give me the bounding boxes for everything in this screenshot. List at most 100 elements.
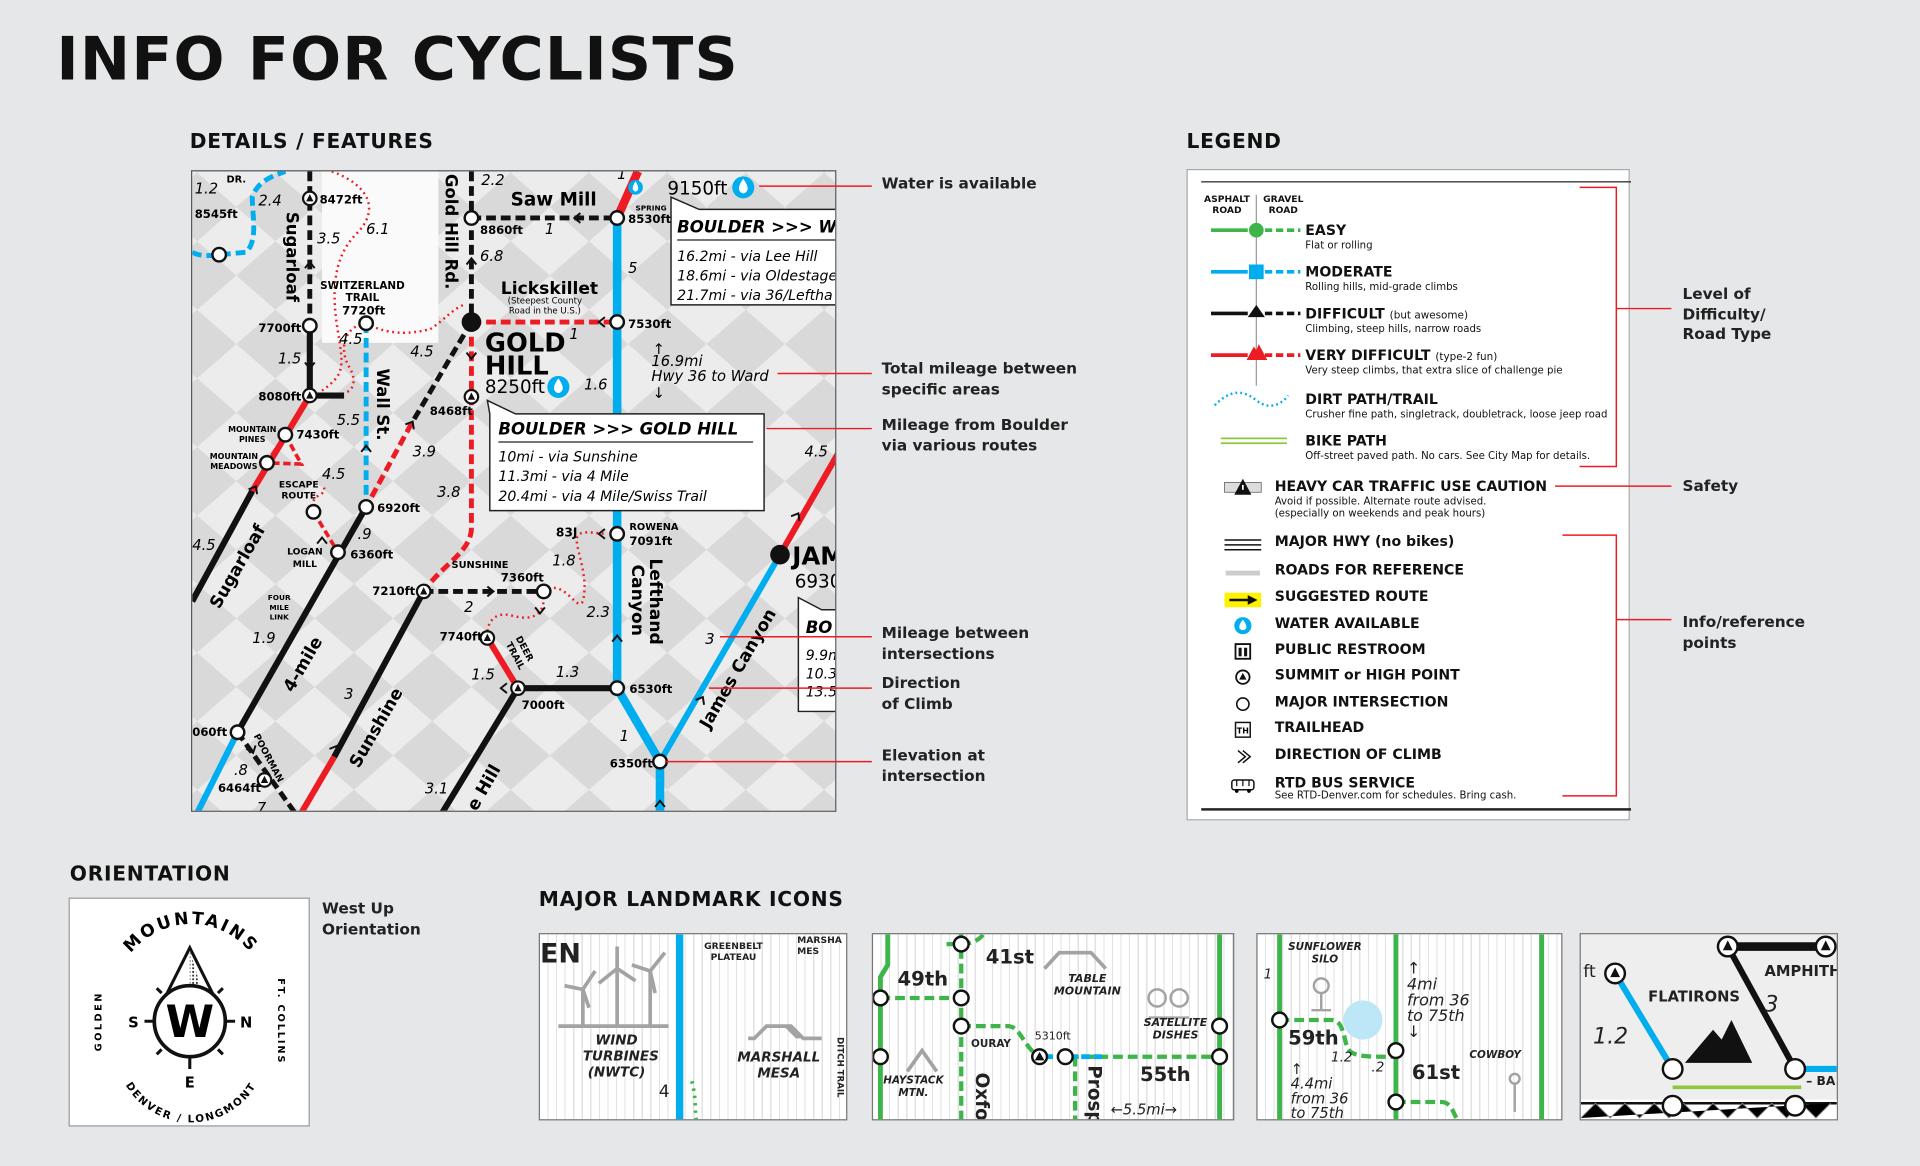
water-drop-icon	[547, 375, 570, 398]
map-place-label: HILL	[485, 352, 549, 382]
legend-difficult-label: DIFFICULT	[1305, 304, 1385, 323]
climb-direction-icon	[329, 744, 339, 754]
annotation-water: Water is available	[881, 173, 1037, 193]
callout-title: BOULDER >>> WA	[677, 218, 836, 237]
elevation-label: 8530ft	[628, 212, 671, 226]
landmarks-heading: MAJOR LANDMARK ICONS	[538, 887, 844, 912]
legend-point-label: SUGGESTED ROUTE	[1274, 587, 1429, 605]
town-icon	[770, 544, 790, 565]
dirt-trail-83j	[542, 531, 608, 605]
summit-icon	[1223, 667, 1262, 690]
callout-line: 10.3	[806, 666, 837, 682]
map-place-label: (Steepest County	[508, 297, 582, 307]
very-difficult-road-icon	[1211, 344, 1301, 361]
compass-right-label: FT. COLLINS	[275, 978, 286, 1064]
elevation-label-large: 9150ft	[667, 179, 727, 200]
compass-left-label: GOLDEN	[94, 991, 105, 1051]
flatirons-map	[1580, 935, 1837, 1120]
landmark-label: 61st	[1411, 1060, 1461, 1084]
divider	[1201, 808, 1632, 811]
mileage-label: 1.9	[252, 630, 275, 647]
landmark-label: 59th	[1288, 1026, 1339, 1050]
annotation-total-mileage: Total mileage between specific areas	[881, 358, 1078, 398]
mileage-label: 6.8	[480, 248, 503, 265]
climb-direction-icon	[360, 444, 372, 453]
climb-direction-icon	[465, 256, 478, 266]
elevation-label: 7700ft	[258, 321, 301, 335]
climb-direction-icon	[248, 485, 259, 495]
mileage-label: 6.1	[366, 221, 389, 238]
map-place-label: MILL	[293, 559, 317, 570]
legend-moderate-sub: Rolling hills, mid-grade climbs	[1305, 280, 1458, 293]
mileage-label: 3.9	[413, 444, 436, 461]
legend-caution-sub2: (especially on weekends and peak hours)	[1274, 506, 1486, 520]
climb-direction-icon	[695, 695, 706, 705]
total-mileage-label: ↑ 16.9mi Hwy 36 to Ward ↓	[651, 341, 769, 402]
mileage-label: 1.8	[552, 553, 575, 570]
intersection-icon	[229, 724, 246, 741]
elevation-label: 7360ft	[501, 571, 544, 585]
intersection-icon	[358, 498, 375, 515]
legend-moderate-title: MODERATE	[1305, 263, 1392, 280]
legend-very-difficult-label: VERY DIFFICULT	[1305, 346, 1431, 364]
map-place-label: DR.	[227, 174, 247, 185]
map-place-label: SWITZERLAND	[320, 280, 405, 292]
landmark-label: 5310ft	[1034, 1031, 1071, 1044]
legend-point-label: MAJOR INTERSECTION	[1274, 693, 1449, 711]
orientation-caption: West Up Orientation	[322, 898, 421, 938]
elevation-label: 7000ft	[522, 698, 565, 712]
landmark-label: SUNFLOWER SILO	[1288, 941, 1362, 967]
dirt-path-icon	[1213, 391, 1290, 407]
summit-icon	[415, 583, 432, 600]
mileage-label: 2.2	[481, 172, 504, 189]
landmark-label: 55th	[1140, 1062, 1191, 1087]
map-place-label: Saw Mill	[511, 190, 597, 211]
map-place-label: Gold Hill Rd.	[442, 174, 461, 290]
map-place-label: FOUR	[268, 593, 291, 602]
annotation-direction: Direction of Climb	[881, 673, 961, 713]
landmark-label: Prosp	[1083, 1065, 1106, 1121]
mileage-label: .7	[252, 800, 267, 812]
landmark-label: DITCH TRAIL	[835, 1037, 845, 1098]
legend-easy-sub: Flat or rolling	[1305, 238, 1373, 252]
summit-icon	[256, 772, 273, 788]
road-very-difficult-gravel	[421, 322, 474, 593]
intersection-icon	[358, 315, 375, 332]
water-drop-icon	[1223, 616, 1262, 639]
restroom-icon	[1223, 642, 1262, 665]
landmark-label: TABLE MOUNTAIN	[1053, 973, 1121, 998]
page-title: INFO FOR CYCLISTS	[56, 24, 739, 95]
elevation-label: 6360ft	[350, 547, 393, 561]
climb-direction-icon	[465, 352, 478, 361]
map-place-label: Sugarloaf	[283, 212, 302, 303]
road-difficult-gravel	[409, 320, 474, 425]
mileage-label: 3	[344, 686, 353, 703]
caution-icon	[1224, 478, 1262, 495]
mileage-label: 3.8	[437, 484, 460, 501]
landmark-label: 1	[1263, 966, 1273, 983]
summit-icon	[463, 388, 480, 405]
callout-line: 11.3mi - via 4 Mile	[498, 469, 629, 485]
climb-direction-icon	[486, 585, 496, 598]
road-moderate	[194, 730, 241, 811]
legend-point-label: MAJOR HWY (no bikes)	[1274, 532, 1455, 550]
intersection-icon	[609, 525, 626, 542]
intersection-icon	[652, 753, 668, 770]
elevation-label: 7740ft	[440, 629, 483, 643]
svg-text:TH: TH	[1237, 726, 1249, 735]
elevation-label: 7720ft	[342, 304, 385, 318]
elevation-label: 6530ft	[629, 682, 672, 696]
elevation-label: 7430ft	[296, 427, 339, 441]
landmark-label: WIND TURBINES (NWTC)	[582, 1032, 659, 1081]
mileage-label: 1.6	[584, 376, 607, 393]
landmark-label: 49th	[897, 967, 949, 991]
map-place-label: LINK	[270, 613, 290, 622]
map-place-label: MEADOWS	[210, 462, 258, 471]
landmark-label: FLATIRONS	[1648, 988, 1740, 1006]
landmark-label: 4	[658, 1082, 670, 1103]
map-place-label: Road in the U.S.)	[509, 306, 581, 316]
mileage-label: 1.2	[195, 180, 218, 197]
climb-direction-icon	[245, 745, 257, 755]
landmark-label: AMPHITH	[1764, 962, 1838, 980]
